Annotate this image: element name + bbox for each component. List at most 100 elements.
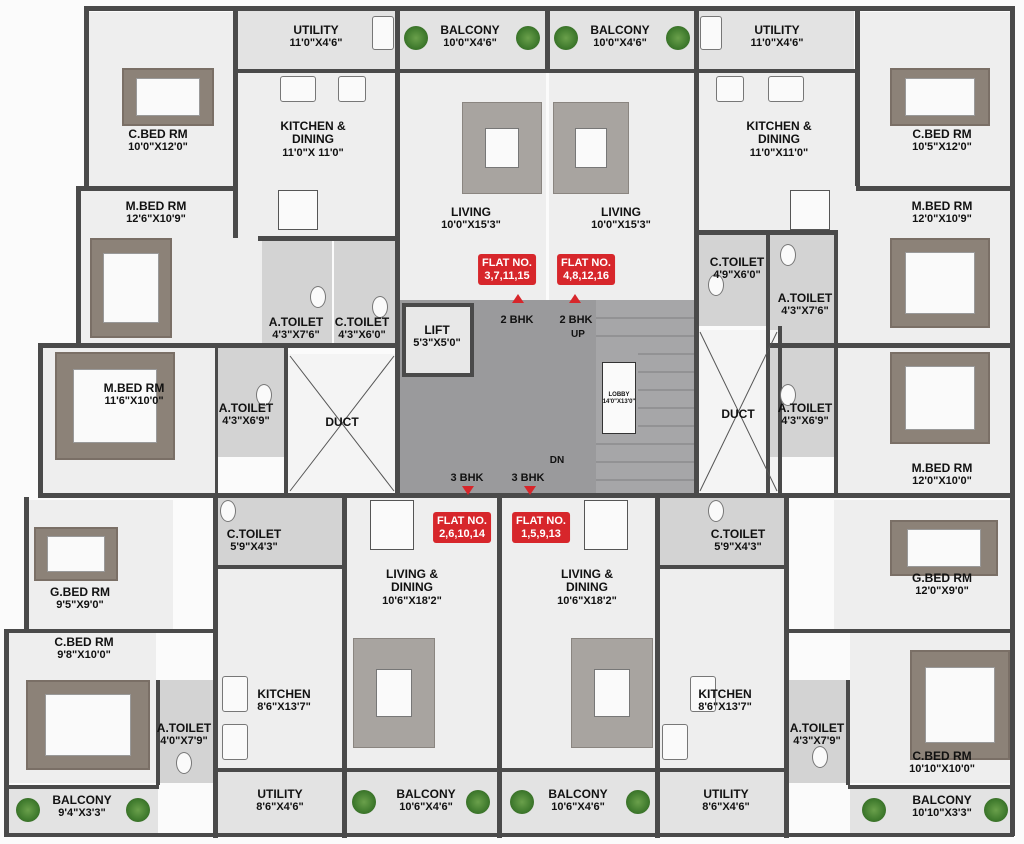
flat-tag-br: FLAT NO.1,5,9,13 [512, 512, 570, 544]
sink-fixture [222, 724, 248, 760]
sofa [353, 638, 435, 748]
dining-table [790, 190, 830, 230]
utility-tr-area [698, 8, 854, 70]
sink-fixture [662, 724, 688, 760]
toilet-fixture [310, 286, 326, 308]
wall [215, 347, 218, 497]
wall [4, 629, 9, 837]
flat-pointer-tr [569, 294, 581, 303]
stair-down-label: DN [549, 455, 565, 466]
lift-box [402, 303, 474, 377]
atoilet-ml-area [217, 347, 285, 457]
wall [1010, 6, 1015, 836]
toilet-fixture [256, 384, 272, 406]
wall [38, 493, 1014, 498]
flat-type-bl: 3 BHK [450, 472, 484, 484]
stove-fixture [222, 676, 248, 712]
plant-icon [466, 790, 490, 814]
wall [788, 629, 1014, 633]
wall [545, 6, 550, 72]
plant-icon [516, 26, 540, 50]
dining-table [370, 500, 414, 550]
toilet-fixture [176, 752, 192, 774]
wall [395, 300, 400, 496]
sofa [553, 102, 629, 194]
wall [659, 565, 787, 569]
wall [766, 234, 770, 496]
toilet-fixture [708, 274, 724, 296]
wall [38, 343, 398, 348]
toilet-fixture [708, 500, 724, 522]
bed [34, 527, 118, 581]
bed [890, 352, 990, 444]
sofa [571, 638, 653, 748]
flat-pointer-bl [462, 486, 474, 495]
lobby-box [602, 362, 636, 434]
toilet-fixture [372, 296, 388, 318]
wall [694, 326, 699, 496]
wall [342, 493, 347, 838]
plant-icon [984, 798, 1008, 822]
bed [90, 238, 172, 338]
bed [55, 352, 175, 460]
wall [84, 6, 89, 186]
wall [784, 493, 789, 838]
wall [76, 186, 81, 346]
flat-tag-bl: FLAT NO.2,6,10,14 [433, 512, 491, 544]
wall [497, 493, 502, 838]
wall [856, 186, 1014, 191]
dining-table [278, 190, 318, 230]
bed [122, 68, 214, 126]
stair-up-label: UP [571, 329, 585, 340]
stove-fixture [716, 76, 744, 102]
wall [698, 230, 838, 235]
plant-icon [404, 26, 428, 50]
plant-icon [862, 798, 886, 822]
wall [213, 493, 218, 838]
wall [848, 785, 1014, 789]
plant-icon [352, 790, 376, 814]
wall [4, 833, 1014, 837]
wall [24, 497, 29, 632]
sink-fixture [700, 16, 722, 50]
wall [237, 69, 857, 73]
plant-icon [666, 26, 690, 50]
plant-icon [510, 790, 534, 814]
wall [778, 326, 782, 496]
ctoilet-bl-area [217, 497, 344, 565]
wall [768, 343, 1014, 348]
utility-tl-area [237, 8, 395, 70]
room-label-duct-r: DUCT [721, 407, 755, 421]
ctoilet-tl-area [334, 240, 397, 345]
toilet-fixture [812, 746, 828, 768]
stove-fixture [690, 676, 716, 712]
wall [4, 785, 159, 789]
wall [76, 186, 236, 191]
